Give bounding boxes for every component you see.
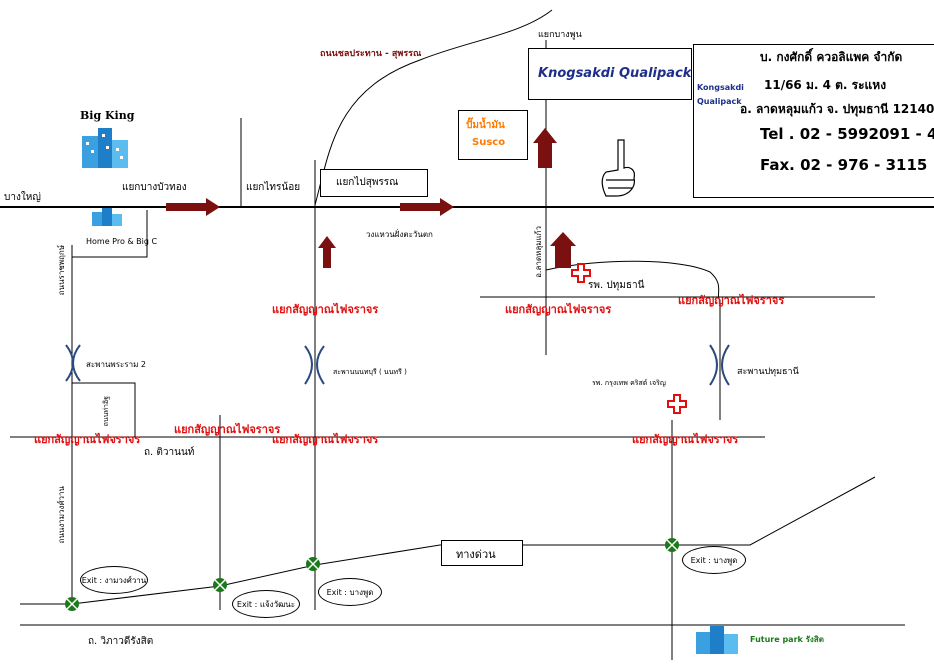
top-junction-label: แยกบางพูน xyxy=(538,30,582,40)
sai-ma-label: ถนนท่าอิฐ xyxy=(102,396,110,427)
gas-station-box xyxy=(458,110,528,160)
bridge-rama2-label: สะพานพระราม 2 xyxy=(86,360,146,369)
expressway-label: ทางด่วน xyxy=(456,548,496,561)
future-park-label: Future park รังสิต xyxy=(750,635,824,644)
traffic-light-label-7: แยกสัญญาณไฟจราจร xyxy=(632,433,739,446)
gas-station-label-2: Susco xyxy=(472,137,506,148)
building-icon-futurepark xyxy=(696,626,738,654)
exit-bangphut-2: Exit : บางพูด xyxy=(682,546,746,574)
logo-text: Kongsakdi xyxy=(697,83,744,92)
bridge-pathum-label: สะพานปทุมธานี xyxy=(737,367,799,377)
company-address-2: อ. ลาดหลุมแก้ว จ. ปทุมธานี 12140 xyxy=(740,102,934,116)
sai-noi-label: แยกไทรน้อย xyxy=(246,182,301,193)
exit-ngamwongwan: Exit : งามวงศ์วาน xyxy=(80,566,148,594)
hospital-cross-icon-1 xyxy=(571,263,591,283)
company-tel: Tel . 02 - 5992091 - 4 xyxy=(760,125,934,143)
bridge-icon-center xyxy=(304,345,325,385)
west-ring-label: วงแหวนฝั่งตะวันตก xyxy=(366,230,433,239)
company-info-box xyxy=(693,44,934,198)
interchange-icon-4 xyxy=(665,538,679,552)
traffic-light-label-4: แยกสัญญาณไฟจราจร xyxy=(34,433,141,446)
top-road-label: ถนนชลประทาน - สุพรรณ xyxy=(320,49,422,59)
arrow-east-1 xyxy=(166,198,220,216)
lat-lum-kaeo-label: อ.ลาดหลุมแก้ว xyxy=(534,226,543,278)
bridge-left-connector xyxy=(72,382,136,437)
bang-bua-thong-label: แยกบางบัวทอง xyxy=(122,182,187,193)
expressway-road xyxy=(20,476,876,605)
exit-bangphut-1: Exit : บางพูด xyxy=(318,578,382,606)
company-address-1: 11/66 ม. 4 ต. ระแหง xyxy=(764,78,887,92)
pointing-hand-icon xyxy=(601,139,635,197)
traffic-light-label-1: แยกสัญญาณไฟจราจร xyxy=(272,303,379,316)
interchange-icon-3 xyxy=(306,557,320,571)
traffic-light-label-2: แยกสัญญาณไฟจราจร xyxy=(505,303,612,316)
interchange-icon-1 xyxy=(65,597,79,611)
ratchaphruek-label: ถนนราชพฤกษ์ xyxy=(57,245,66,296)
arrow-north-hospital xyxy=(550,232,576,268)
traffic-light-label-6: แยกสัญญาณไฟจราจร xyxy=(272,433,379,446)
factory-box xyxy=(528,48,692,100)
building-icon-homepro xyxy=(92,208,122,226)
to-suphan-label: แยกไปสุพรรณ xyxy=(336,177,399,188)
gas-station-label-1: ปั๊มน้ำมัน xyxy=(466,120,505,131)
bang-yai-label: บางใหญ่ xyxy=(4,192,41,203)
hospital-2-label: รพ. กรุงเทพ คริสต์ เจริญ xyxy=(592,379,666,387)
arrow-north-factory xyxy=(533,128,557,168)
bridge-icon-right xyxy=(709,344,730,386)
homepro-road xyxy=(72,210,148,258)
arrow-east-2 xyxy=(400,198,454,216)
hospital-cross-icon-2 xyxy=(667,394,687,414)
road-curve-suphan xyxy=(314,9,553,206)
building-icon-bigking xyxy=(82,128,128,168)
company-name: บ. กงศักดิ์ ควอลิแพค จำกัด xyxy=(760,50,903,64)
tiwanon-label: ถ. ติวานนท์ xyxy=(144,447,195,458)
to-suphan-box xyxy=(320,169,428,197)
factory-label: Knogsakdi Qualipack xyxy=(538,66,692,81)
logo-subtext: Qualipack xyxy=(697,97,742,106)
bridge-nonthaburi-label: สะพานนนทบุรี ( นนทรี ) xyxy=(333,368,407,376)
expressway-box xyxy=(441,540,523,566)
traffic-light-label-5: แยกสัญญาณไฟจราจร xyxy=(174,423,281,436)
ngam-wong-wan-label: ถนนงามวงศ์วาน xyxy=(57,486,66,544)
bridge-icon-left xyxy=(65,344,81,382)
company-fax: Fax. 02 - 976 - 3115 xyxy=(760,156,928,174)
arrow-north-1 xyxy=(318,236,336,268)
exit-chaengwattana: Exit : แจ้งวัฒนะ xyxy=(232,590,300,618)
homepro-label: Home Pro & Big C xyxy=(86,237,158,246)
interchange-icon-2 xyxy=(213,578,227,592)
traffic-light-label-3: แยกสัญญาณไฟจราจร xyxy=(678,294,785,307)
road-hospital-loop xyxy=(545,260,721,420)
hospital-1-label: รพ. ปทุมธานี xyxy=(588,280,645,291)
vibhavadi-label: ถ. วิภาวดีรังสิต xyxy=(88,636,154,647)
big-king-label: Big King xyxy=(80,109,135,122)
